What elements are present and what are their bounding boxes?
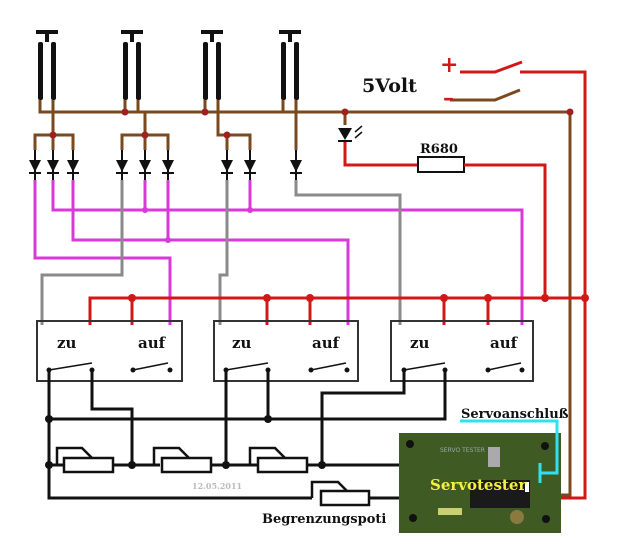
relay-3: zu auf xyxy=(390,320,534,382)
servotester-pcb: SERVO TESTER Servotester xyxy=(399,433,561,533)
push-buttons xyxy=(36,30,301,100)
push-button-4[interactable] xyxy=(279,30,301,100)
relay-1-close-label: zu xyxy=(57,334,77,352)
push-button-3[interactable] xyxy=(201,30,223,100)
relay-3-close-label: zu xyxy=(410,334,430,352)
resistor-icon xyxy=(417,156,465,173)
plus-sign: + xyxy=(440,52,458,78)
close-wiring xyxy=(40,180,402,325)
date-label: 12.05.2011 xyxy=(192,481,242,491)
control-wiring xyxy=(45,370,455,500)
resistor-label: R680 xyxy=(420,142,458,157)
relay-3-open-label: auf xyxy=(490,334,519,352)
relay-2-close-label: zu xyxy=(232,334,252,352)
voltage-label: 5Volt xyxy=(362,75,417,97)
push-button-2[interactable] xyxy=(121,30,143,100)
power-supply: + – 5Volt R680 xyxy=(338,52,587,500)
limit-pot-icon xyxy=(310,480,371,507)
push-button-1[interactable] xyxy=(36,30,58,100)
relay-1: zu auf xyxy=(36,320,183,382)
open-wiring xyxy=(33,180,524,325)
pot-3-icon xyxy=(248,446,309,474)
servo-connector-label: Servoanschluß xyxy=(461,407,569,422)
potentiometers xyxy=(55,446,371,507)
relays: zu auf zu auf zu auf xyxy=(36,320,534,382)
pcb-silk-label: SERVO TESTER xyxy=(440,447,485,454)
pot-1-icon xyxy=(55,446,115,474)
servo-connector[interactable]: Servoanschluß xyxy=(460,407,569,483)
diodes xyxy=(29,150,302,180)
minus-sign: – xyxy=(443,85,454,111)
relay-2-open-label: auf xyxy=(312,334,341,352)
limit-pot-label: Begrenzungspoti xyxy=(262,512,386,527)
led-icon xyxy=(338,125,363,142)
pot-2-icon xyxy=(152,446,213,474)
servotester-label: Servotester xyxy=(430,476,527,494)
positive-bus xyxy=(88,294,589,325)
relay-2: zu auf xyxy=(213,320,359,382)
relay-1-open-label: auf xyxy=(138,334,167,352)
ground-bus xyxy=(33,88,574,497)
